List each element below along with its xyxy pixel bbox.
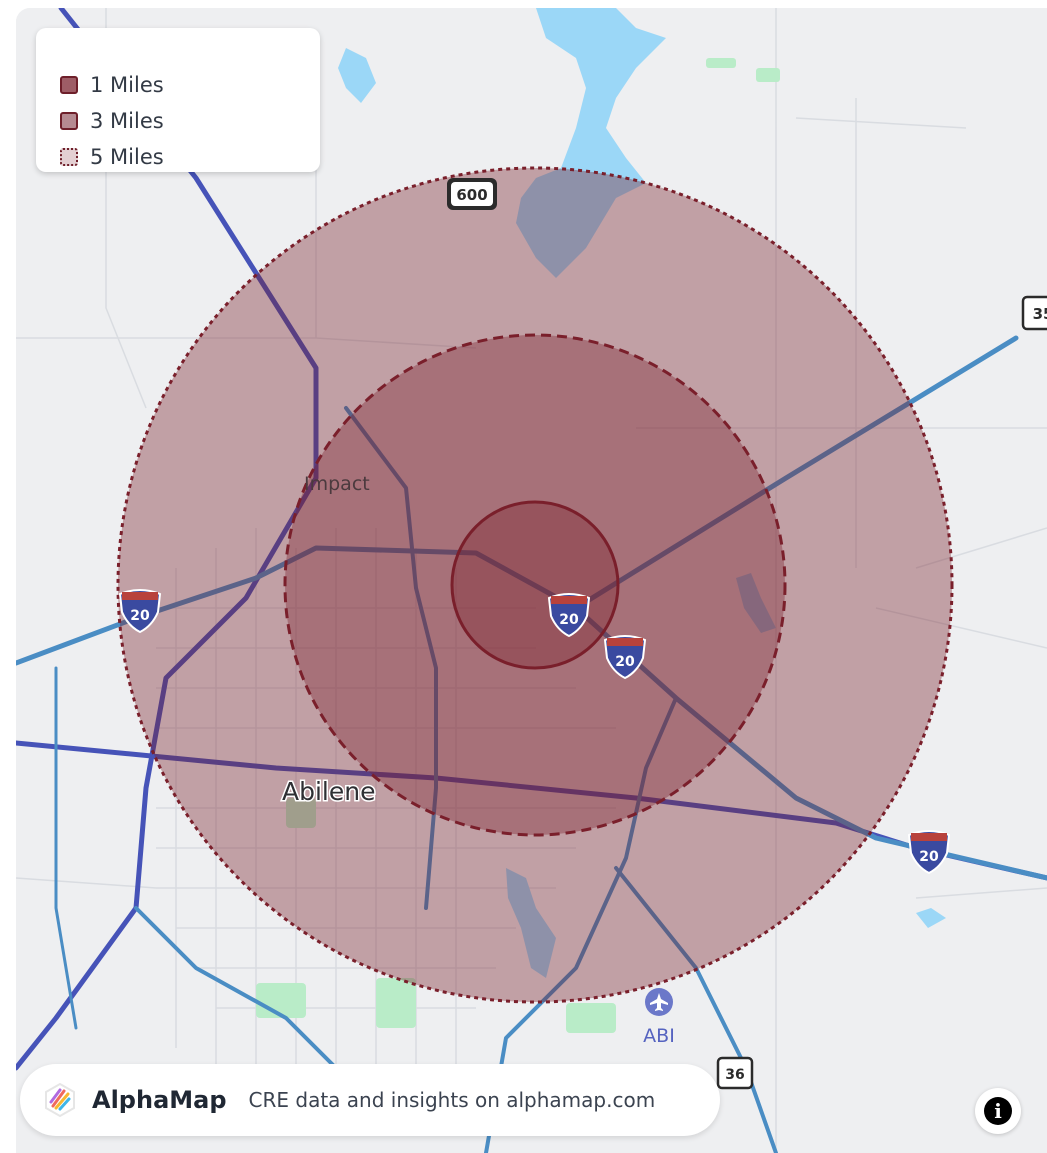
- shield-label: 20: [919, 849, 939, 865]
- state-road-shield: 36: [716, 1056, 754, 1090]
- legend-item-5-miles[interactable]: 5 Miles: [60, 142, 164, 172]
- info-button[interactable]: i: [975, 1088, 1021, 1134]
- legend-swatch-icon: [60, 76, 78, 94]
- legend-label: 5 Miles: [90, 145, 164, 169]
- street-grid: [16, 8, 1047, 1153]
- alphamap-brand-bar[interactable]: AlphaMap CRE data and insights on alpham…: [20, 1064, 720, 1136]
- ring-1-miles[interactable]: [450, 500, 620, 670]
- airport-marker[interactable]: [645, 988, 673, 1016]
- alphamap-logo-icon: [45, 1082, 75, 1118]
- legend-swatch-icon: [60, 112, 78, 130]
- place-label-impact: Impact: [304, 473, 370, 495]
- brand-tagline: CRE data and insights on alphamap.com: [248, 1088, 656, 1112]
- shield-label: 35: [1033, 305, 1047, 323]
- interstate-shield: 20: [118, 589, 162, 634]
- interstate-shield: 20: [603, 635, 647, 680]
- highway-network: [16, 8, 1047, 1153]
- shield-label: 36: [725, 1067, 744, 1083]
- info-icon: i: [984, 1097, 1012, 1125]
- map-frame: 20 20 20 20 600 35 36: [16, 8, 1047, 1153]
- map-canvas[interactable]: 20 20 20 20 600 35 36: [16, 8, 1047, 1153]
- legend-label: 3 Miles: [90, 109, 164, 133]
- farm-road-shield: 600: [447, 178, 497, 210]
- brand-name: AlphaMap: [92, 1086, 227, 1114]
- shield-label: 20: [615, 654, 635, 670]
- legend-label: 1 Miles: [90, 73, 164, 97]
- radius-legend: 1 Miles 3 Miles 5 Miles: [36, 28, 320, 172]
- state-road-shield: 35: [1021, 295, 1047, 331]
- shield-label: 20: [559, 612, 579, 628]
- legend-swatch-icon: [60, 148, 78, 166]
- ring-3-miles[interactable]: [283, 333, 787, 837]
- shield-label: 20: [130, 608, 150, 624]
- water-bodies: [338, 8, 946, 978]
- interstate-shield: 20: [907, 830, 951, 875]
- interstate-shield: 20: [547, 593, 591, 638]
- shield-label: 600: [456, 186, 487, 204]
- legend-item-3-miles[interactable]: 3 Miles: [60, 106, 164, 136]
- airplane-icon: [650, 993, 668, 1011]
- place-label-abilene: Abilene: [282, 777, 375, 806]
- legend-item-1-miles[interactable]: 1 Miles: [60, 70, 164, 100]
- place-label-airport: ABI: [643, 1025, 675, 1047]
- ring-5-miles[interactable]: [116, 166, 954, 1004]
- radius-rings: [116, 166, 954, 1004]
